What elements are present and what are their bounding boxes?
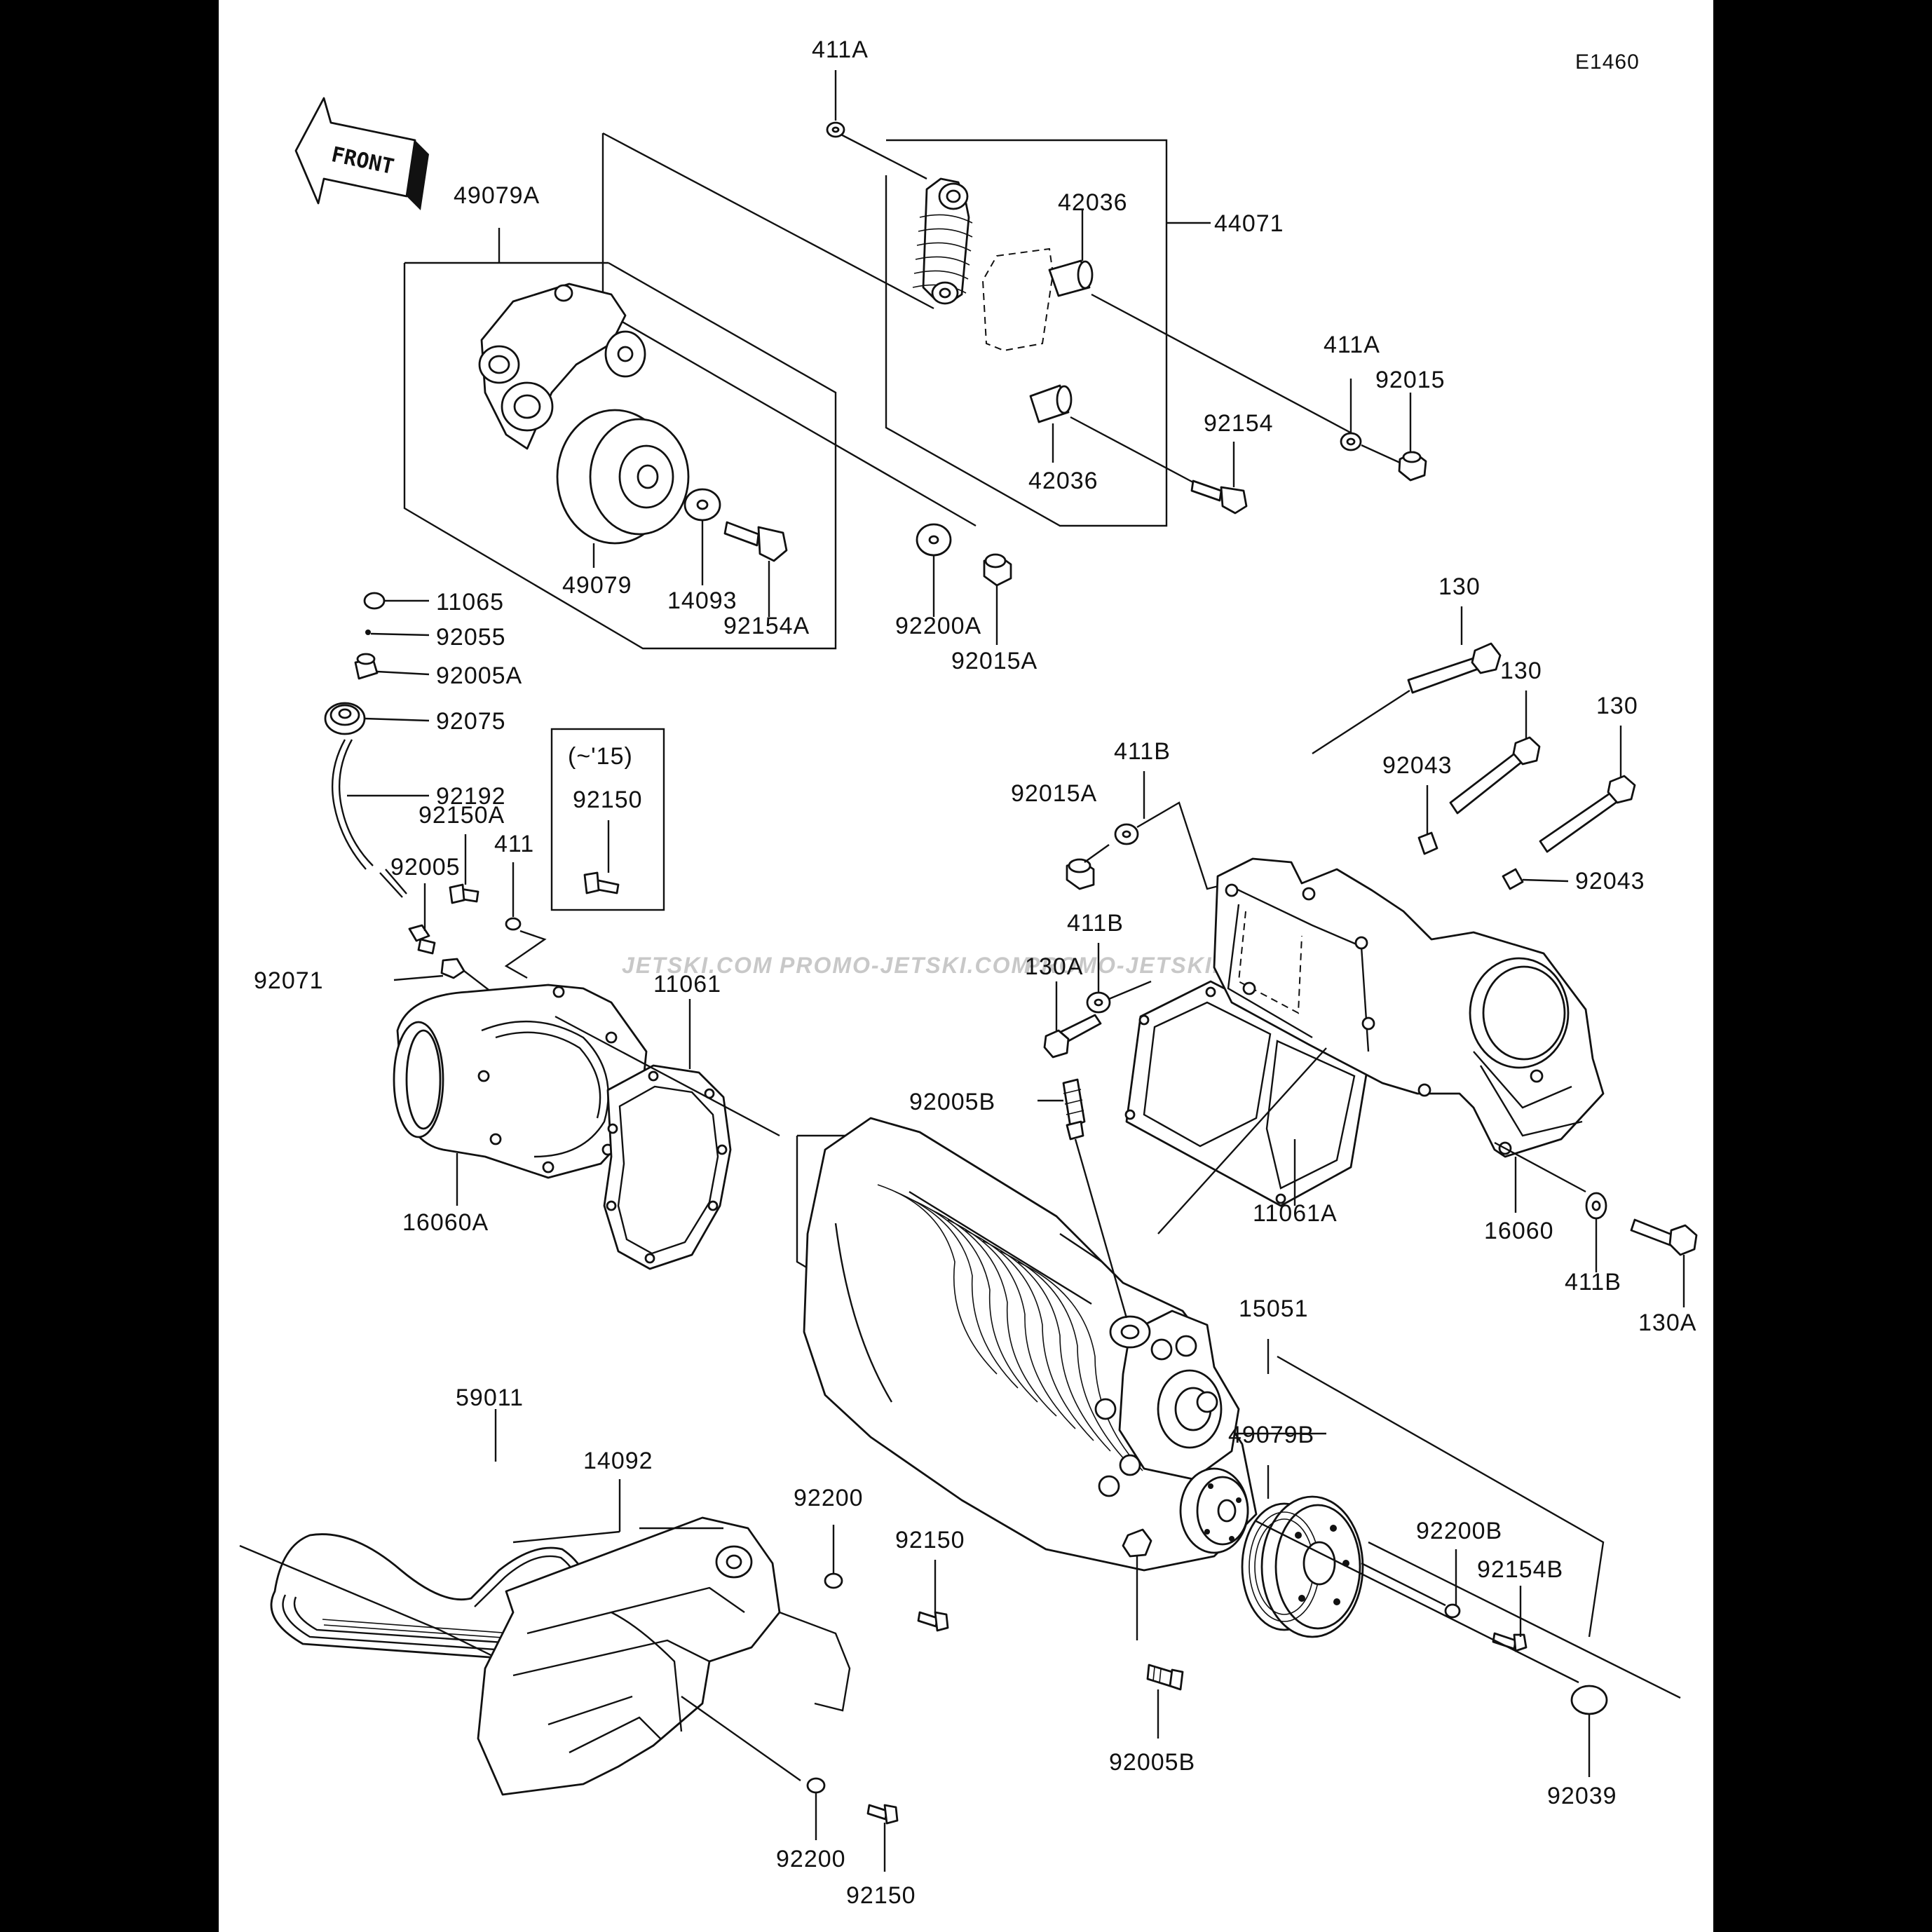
label-92154A[interactable]: 92154A (723, 613, 810, 639)
label-15051[interactable]: 15051 (1239, 1295, 1309, 1322)
label-92071[interactable]: 92071 (254, 967, 324, 994)
label-411B[interactable]: 411B (1067, 910, 1124, 937)
label-92039[interactable]: 92039 (1547, 1783, 1617, 1809)
label-49079B[interactable]: 49079B (1228, 1422, 1314, 1448)
diagram-code: E1460 (1575, 50, 1640, 74)
part-labels: 411A 49079A 42036 44071 411A 92015 92154… (254, 36, 1696, 1909)
label-130[interactable]: 130 (1596, 693, 1638, 719)
label-130[interactable]: 130 (1500, 658, 1542, 684)
label-92150A[interactable]: 92150A (419, 802, 505, 829)
label-92043[interactable]: 92043 (1382, 752, 1453, 779)
label-92043[interactable]: 92043 (1575, 868, 1645, 894)
supercharger-exploded-diagram: E1460 FRONT JETSKI.COM PROMO-JETSKI.COM … (239, 36, 1698, 1909)
label-130[interactable]: 130 (1438, 573, 1481, 600)
label-411A[interactable]: 411A (812, 36, 869, 63)
label-92005B[interactable]: 92005B (909, 1089, 995, 1115)
label-411A[interactable]: 411A (1324, 332, 1380, 358)
label-92005B[interactable]: 92005B (1109, 1749, 1195, 1776)
label-92015A[interactable]: 92015A (1011, 780, 1097, 807)
label-92005[interactable]: 92005 (390, 854, 461, 880)
label-42036[interactable]: 42036 (1058, 189, 1128, 216)
parts-diagram-page: E1460 FRONT JETSKI.COM PROMO-JETSKI.COM … (219, 0, 1713, 1932)
label-411B[interactable]: 411B (1565, 1269, 1621, 1295)
label-14093[interactable]: 14093 (667, 587, 737, 614)
label-92200[interactable]: 92200 (794, 1485, 864, 1511)
watermark-1: JETSKI.COM (622, 953, 773, 978)
label-130A[interactable]: 130A (1638, 1309, 1696, 1336)
label-92154[interactable]: 92154 (1204, 410, 1274, 437)
label-16060A[interactable]: 16060A (402, 1209, 489, 1236)
label-92154B[interactable]: 92154B (1477, 1556, 1563, 1583)
label-92055[interactable]: 92055 (436, 624, 506, 651)
label-92150[interactable]: 92150 (895, 1527, 965, 1553)
label-92200B[interactable]: 92200B (1416, 1518, 1502, 1544)
front-arrow-icon: FRONT (294, 97, 429, 210)
label-49079A[interactable]: 49079A (454, 182, 540, 209)
label-411[interactable]: 411 (494, 831, 534, 857)
label-92005A[interactable]: 92005A (436, 662, 522, 689)
label-411B[interactable]: 411B (1114, 738, 1171, 765)
label-92015[interactable]: 92015 (1375, 367, 1445, 393)
label-92192[interactable]: 92192 (436, 783, 506, 810)
left-cover-group: (~'15) (324, 592, 780, 1270)
label-49079[interactable]: 49079 (562, 572, 632, 599)
label-14092[interactable]: 14092 (583, 1448, 653, 1474)
label-130A[interactable]: 130A (1025, 953, 1083, 980)
supercharger-group (796, 1078, 1681, 1777)
label-92015A[interactable]: 92015A (951, 648, 1038, 674)
label-92200A[interactable]: 92200A (895, 613, 981, 639)
label-92150[interactable]: 92150 (573, 787, 643, 813)
label-92200[interactable]: 92200 (776, 1846, 846, 1872)
label-44071[interactable]: 44071 (1214, 210, 1284, 237)
label-11061[interactable]: 11061 (653, 971, 721, 998)
label-42036[interactable]: 42036 (1028, 468, 1098, 494)
belt-cover-group (239, 1409, 949, 1872)
watermark-2: PROMO-JETSKI.COM (780, 953, 1031, 978)
label-11061A[interactable]: 11061A (1253, 1200, 1338, 1227)
label-59011[interactable]: 59011 (456, 1385, 524, 1411)
intake-manifold-group (1043, 606, 1698, 1307)
label-92150[interactable]: 92150 (846, 1882, 916, 1909)
tensioner-group (403, 70, 1427, 650)
variant-note: (~'15) (568, 743, 633, 770)
label-16060[interactable]: 16060 (1484, 1218, 1554, 1244)
label-11065[interactable]: 11065 (436, 589, 504, 615)
label-92075[interactable]: 92075 (436, 708, 506, 735)
